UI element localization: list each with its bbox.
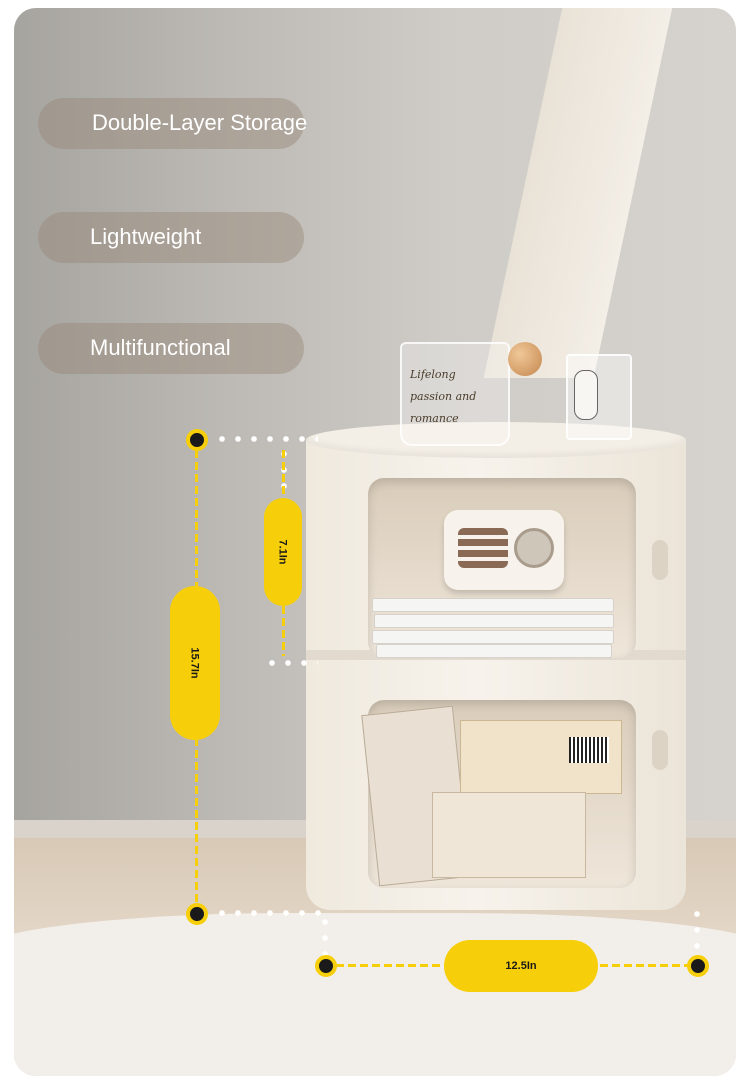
guide-dots: [264, 660, 318, 666]
book: [374, 614, 614, 628]
feature-label: Double-Layer Storage: [92, 110, 308, 135]
mug-text-line: Lifelong: [410, 368, 456, 381]
guide-dots: [322, 914, 328, 956]
dimension-endpoint: [687, 955, 709, 977]
cabinet-top: [306, 422, 686, 458]
barcode-icon: [569, 737, 609, 763]
feature-label: Multifunctional: [90, 335, 231, 360]
book: [372, 630, 614, 644]
rug: [14, 913, 736, 1076]
guide-dots: [214, 436, 318, 442]
book: [376, 644, 612, 658]
book: [372, 598, 614, 612]
feature-pill-double-layer: Double-Layer Storage: [38, 98, 308, 149]
lower-handle: [652, 730, 668, 770]
snack-box: [460, 720, 622, 794]
snack-box: [432, 792, 586, 878]
radio-dial: [514, 528, 554, 568]
wooden-ball-handle: [508, 342, 542, 376]
guide-dots: [694, 906, 700, 956]
diameter-value: 12.5In: [505, 960, 537, 972]
diameter-badge: 12.5In: [444, 940, 598, 992]
mug-text-line: passion and: [410, 390, 477, 403]
radio-grill: [458, 528, 508, 568]
candle-label: [574, 370, 598, 420]
height-value: 15.7In: [189, 647, 201, 679]
dimension-endpoint: [186, 429, 208, 451]
retro-radio: [444, 510, 564, 590]
dimension-endpoint: [186, 903, 208, 925]
leaning-board: [483, 8, 675, 378]
feature-label: Lightweight: [90, 224, 202, 249]
feature-pill-multifunctional: Multifunctional: [38, 323, 304, 374]
upper-handle: [652, 540, 668, 580]
feature-pill-lightweight: Lightweight: [38, 212, 304, 263]
guide-dots: [214, 910, 324, 916]
candle-jar: [566, 354, 632, 440]
mug-text-line: romance: [410, 412, 459, 425]
layer-height-value: 7.1In: [276, 539, 289, 565]
height-badge: 15.7In: [170, 586, 220, 740]
glass-mug: Lifelong passion and romance: [400, 342, 510, 446]
dimension-endpoint: [315, 955, 337, 977]
layer-height-badge: 7.1In: [264, 498, 302, 606]
